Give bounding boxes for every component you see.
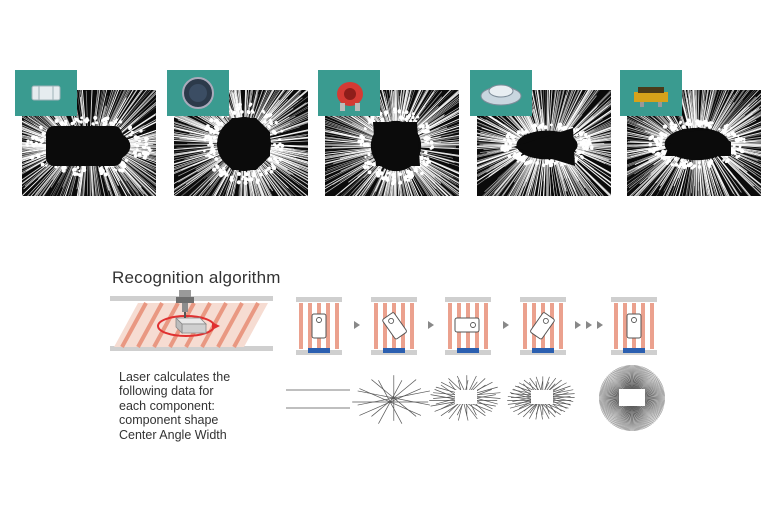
caption-line-4: component shape	[119, 413, 219, 428]
thumbnail-ic	[620, 70, 682, 116]
step-frame-1	[296, 297, 342, 355]
triangle-right-icon	[354, 321, 360, 329]
triangle-right-icon	[597, 321, 603, 329]
caption-line-2: following data for	[119, 384, 214, 399]
shadow-patterns	[286, 365, 665, 431]
rotation-steps	[296, 297, 657, 355]
laser-stage	[110, 290, 273, 351]
thumbnail-inductor	[167, 70, 229, 116]
triangle-right-icon	[586, 321, 592, 329]
shadow-pattern-1	[286, 389, 350, 409]
silhouette-panel-2	[174, 90, 308, 196]
caption-line-5: Center Angle Width	[119, 427, 227, 442]
caption-line-3: each component:	[119, 398, 215, 413]
silhouette-1	[22, 90, 156, 196]
step-frame-5	[611, 297, 657, 355]
silhouette-4	[477, 90, 611, 196]
pickup-nozzle-icon	[176, 290, 194, 318]
step-arrows	[354, 321, 603, 329]
triangle-right-icon	[428, 321, 434, 329]
step-frame-4	[520, 297, 566, 355]
silhouette-3	[325, 90, 459, 196]
silhouette-panel-5	[627, 90, 761, 196]
shadow-pattern-3	[429, 375, 501, 421]
caption: Laser calculates the following data for …	[119, 370, 279, 442]
step-frame-3	[445, 297, 491, 355]
shadow-pattern-5	[599, 365, 665, 431]
step-frame-2	[371, 297, 417, 355]
triangle-right-icon	[575, 321, 581, 329]
thumbnail-connector	[470, 70, 532, 116]
thumbnail-coil	[318, 70, 380, 116]
silhouette-panel-3	[325, 90, 459, 196]
thumbnail-chip	[15, 70, 77, 116]
shadow-pattern-2	[352, 375, 431, 424]
silhouette-5	[627, 90, 761, 196]
shadow-pattern-4	[507, 376, 575, 420]
triangle-right-icon	[503, 321, 509, 329]
section-title: Recognition algorithm	[112, 268, 281, 287]
silhouette-panel-1	[22, 90, 156, 196]
caption-line-1: Laser calculates the	[119, 370, 231, 384]
